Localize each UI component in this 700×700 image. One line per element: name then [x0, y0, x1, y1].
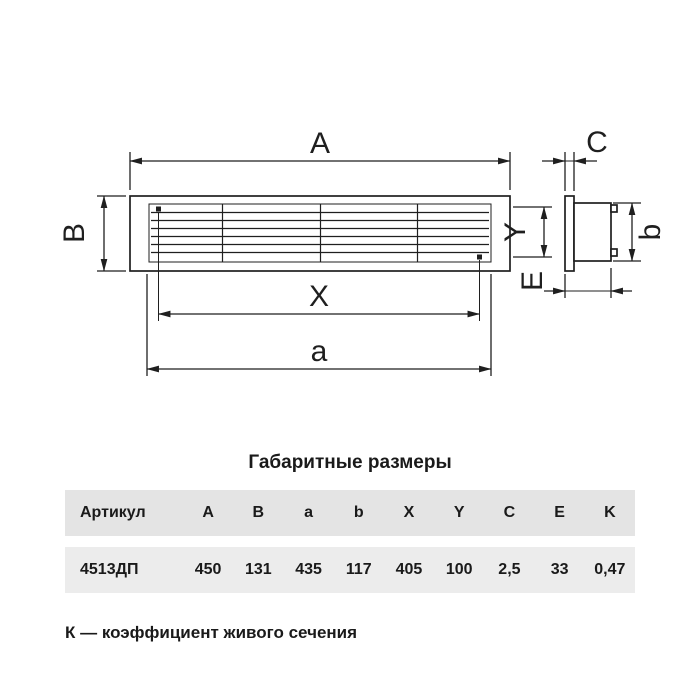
- dimension-C: C: [542, 126, 608, 191]
- side-clip-bottom: [610, 248, 618, 257]
- table-value-cell: 117: [345, 561, 372, 578]
- dimension-a: a: [146, 274, 492, 376]
- dimension-b: b: [613, 202, 667, 262]
- dimension-X: X: [157, 212, 481, 321]
- table-header-cell: b: [353, 504, 364, 521]
- side-view: [564, 195, 618, 272]
- mounting-mark-right: [477, 254, 482, 260]
- dim-label-b: b: [634, 224, 667, 241]
- side-clip-top: [610, 204, 618, 213]
- table-value-cell: 33: [550, 561, 569, 578]
- table-value-cell: 131: [244, 561, 272, 578]
- front-view: [129, 195, 511, 272]
- side-collar: [573, 202, 612, 262]
- table-header-cell: Y: [453, 504, 465, 521]
- table-value-cell: 435: [295, 561, 322, 578]
- dim-label-a: a: [311, 335, 328, 368]
- table-value-cell: 450: [194, 561, 222, 578]
- table-header-row: Артикул A B a b X Y C E K: [65, 490, 635, 536]
- table-header-cell: A: [202, 504, 214, 521]
- mounting-mark-left: [156, 206, 161, 212]
- dimension-Y: Y: [499, 206, 552, 258]
- table-header-cell: B: [252, 504, 265, 521]
- footnote: К — коэффициент живого сечения: [65, 623, 358, 642]
- side-face-plate: [564, 195, 575, 272]
- table-header-cell: K: [604, 504, 616, 521]
- table-header-cell: E: [554, 504, 565, 521]
- table-value-cell: 405: [395, 561, 423, 578]
- table-value-row: 4513ДП 450 131 435 117 405 100 2,5 33 0,…: [65, 547, 635, 593]
- table-title: Габаритные размеры: [248, 452, 452, 473]
- dim-label-Y: Y: [499, 222, 532, 242]
- dimension-B: B: [58, 195, 126, 272]
- table-value-cell: 100: [445, 561, 473, 578]
- dimension-E: E: [516, 268, 632, 298]
- dim-label-B: B: [58, 223, 91, 243]
- table-header-cell: X: [403, 504, 415, 521]
- dimensions-section: Габаритные размеры Артикул A B a b X Y C…: [65, 452, 635, 643]
- grille-dividers: [221, 204, 419, 262]
- table-value-cell: 2,5: [498, 561, 521, 578]
- dimension-A: A: [129, 127, 511, 190]
- dim-label-E: E: [516, 271, 549, 291]
- grille-dimension-drawing: A B Y X a: [58, 126, 667, 376]
- dim-label-C: C: [586, 126, 608, 159]
- table-header-cell: Артикул: [80, 504, 146, 521]
- table-value-cell: 4513ДП: [80, 561, 139, 578]
- table-header-cell: C: [503, 504, 516, 521]
- dim-label-X: X: [309, 280, 329, 313]
- table-header-cell: a: [304, 504, 313, 521]
- table-value-cell: 0,47: [594, 561, 626, 578]
- dim-label-A: A: [310, 127, 330, 160]
